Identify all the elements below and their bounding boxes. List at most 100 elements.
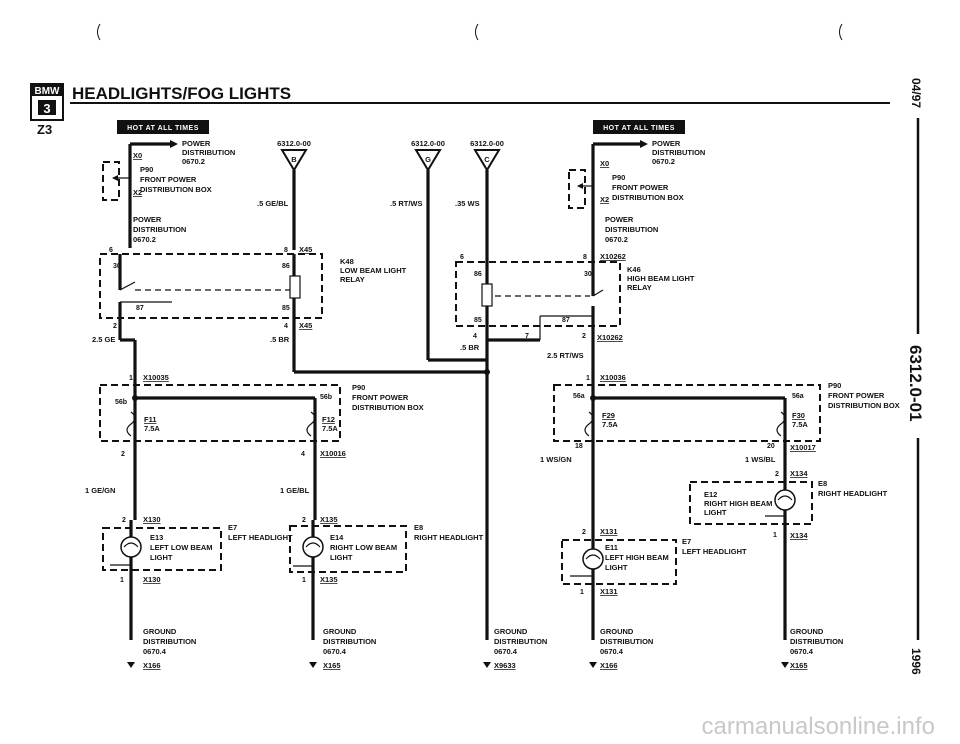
x10016-pin2: 2 xyxy=(121,451,125,458)
pin56a-left: 56a xyxy=(573,393,585,400)
svg-text:0670.4: 0670.4 xyxy=(494,647,518,656)
k46-relay-label: RELAY xyxy=(627,283,652,292)
right-pin30: 30 xyxy=(584,271,592,278)
left-p90-fuse-box xyxy=(102,140,178,248)
right-pin7: 7 xyxy=(525,333,529,340)
x135-bot: X135 xyxy=(320,575,338,584)
left-front-power: FRONT POWER xyxy=(140,175,197,184)
x10035: X10035 xyxy=(143,373,169,382)
svg-text:0670.4: 0670.4 xyxy=(600,647,624,656)
fuse-f12-rating: 7.5A xyxy=(322,424,338,433)
right-dist-box-b: DISTRIBUTION BOX xyxy=(828,401,900,410)
e12-right-high-beam xyxy=(689,481,813,525)
right-e7: E7 xyxy=(682,537,691,546)
left-pd2-power: POWER xyxy=(133,215,162,224)
wire-rt-ws-label: .5 RT/WS xyxy=(390,199,423,208)
ref-arrow-c: 6312.0-00 C xyxy=(470,139,504,172)
svg-text:3: 3 xyxy=(43,101,50,116)
svg-text:DISTRIBUTION: DISTRIBUTION xyxy=(600,637,653,646)
wire-5br: .5 BR xyxy=(270,335,290,344)
x134-pin2: 2 xyxy=(775,471,779,478)
e14-light: LIGHT xyxy=(330,553,353,562)
right-headlight-label: RIGHT HEADLIGHT xyxy=(414,533,484,542)
svg-text:GROUND: GROUND xyxy=(494,627,528,636)
pin56b-left: 56b xyxy=(115,399,127,406)
left-pin2: 2 xyxy=(113,323,117,330)
x134-bot: X134 xyxy=(790,531,808,540)
right-p90-fuses xyxy=(553,384,821,455)
left-x45-top: X45 xyxy=(299,245,312,254)
wire-25rtws: 2.5 RT/WS xyxy=(547,351,584,360)
right-pd2-code: 0670.2 xyxy=(605,235,628,244)
dist-box-b: DISTRIBUTION BOX xyxy=(352,403,424,412)
e11-desc: LEFT HIGH BEAM xyxy=(605,553,669,562)
right-pd-code: 0670.2 xyxy=(652,157,675,166)
svg-text:GROUND: GROUND xyxy=(323,627,357,636)
ground-5: GROUND DISTRIBUTION 0670.4 X165 xyxy=(781,627,843,670)
e13-left-low-beam xyxy=(102,520,222,640)
left-pd-power: POWER xyxy=(182,139,211,148)
svg-text:DISTRIBUTION: DISTRIBUTION xyxy=(494,637,547,646)
svg-text:G: G xyxy=(425,155,431,164)
e11-light: LIGHT xyxy=(605,563,628,572)
right-x2: X2 xyxy=(600,195,609,204)
left-pin8: 8 xyxy=(284,247,288,254)
right-pd2-distribution: DISTRIBUTION xyxy=(605,225,658,234)
e11-label: E11 xyxy=(605,543,618,552)
fuse-f12: F12 xyxy=(322,415,335,424)
x130-pin1: 1 xyxy=(120,577,124,584)
right-e8: E8 xyxy=(818,479,827,488)
left-headlight-label: LEFT HEADLIGHT xyxy=(228,533,293,542)
k48-desc: LOW BEAM LIGHT xyxy=(340,266,407,275)
svg-text:0670.4: 0670.4 xyxy=(143,647,167,656)
svg-text:BMW: BMW xyxy=(35,86,61,97)
fuse-f11: F11 xyxy=(144,415,157,424)
left-pin85: 85 xyxy=(282,305,290,312)
left-pin87: 87 xyxy=(136,305,144,312)
right-dist-box: DISTRIBUTION BOX xyxy=(612,193,684,202)
x130-top: X130 xyxy=(143,515,161,524)
svg-text:X166: X166 xyxy=(143,661,161,670)
svg-text:GROUND: GROUND xyxy=(790,627,824,636)
model-label: Z3 xyxy=(37,122,52,137)
x130-bot: X130 xyxy=(143,575,161,584)
hot-at-all-times-right: HOT AT ALL TIMES xyxy=(593,120,685,134)
left-e8: E8 xyxy=(414,523,423,532)
right-pin4: 4 xyxy=(473,333,477,340)
svg-text:0670.4: 0670.4 xyxy=(790,647,814,656)
right-pin86: 86 xyxy=(474,271,482,278)
svg-text:DISTRIBUTION: DISTRIBUTION xyxy=(790,637,843,646)
x10016: X10016 xyxy=(320,449,346,458)
x10036: X10036 xyxy=(600,373,626,382)
svg-text:C: C xyxy=(484,155,490,164)
left-x45-bot: X45 xyxy=(299,321,312,330)
wire-ge-bl-label: .5 GE/BL xyxy=(257,199,289,208)
left-pin86: 86 xyxy=(282,263,290,270)
left-pd-distribution: DISTRIBUTION xyxy=(182,148,235,157)
wire-25ge: 2.5 GE xyxy=(92,335,115,344)
fuse-f30-rating: 7.5A xyxy=(792,420,808,429)
x10017-pin18: 18 xyxy=(575,443,583,450)
right-pd-distribution: DISTRIBUTION xyxy=(652,148,705,157)
left-pd2-code: 0670.2 xyxy=(133,235,156,244)
left-dist-box: DISTRIBUTION BOX xyxy=(140,185,212,194)
svg-text:DISTRIBUTION: DISTRIBUTION xyxy=(143,637,196,646)
left-e7: E7 xyxy=(228,523,237,532)
svg-text:B: B xyxy=(291,155,297,164)
left-pin30: 30 xyxy=(113,263,121,270)
left-pin4: 4 xyxy=(284,323,288,330)
page-title: HEADLIGHTS/FOG LIGHTS xyxy=(72,84,291,103)
fuse-f11-rating: 7.5A xyxy=(144,424,160,433)
x130-pin2: 2 xyxy=(122,517,126,524)
x10036-pin: 1 xyxy=(586,375,590,382)
e14-desc: RIGHT LOW BEAM xyxy=(330,543,397,552)
fuse-f30: F30 xyxy=(792,411,805,420)
watermark: carmanualsonline.info xyxy=(702,713,935,740)
left-x2: X2 xyxy=(133,188,142,197)
side-rail: 04/97 6312.0-01 1996 xyxy=(906,78,925,675)
pin56a-right: 56a xyxy=(792,393,804,400)
right-p90-fuse-box xyxy=(568,140,648,254)
right-pd2-power: POWER xyxy=(605,215,634,224)
page-mark xyxy=(475,23,479,41)
